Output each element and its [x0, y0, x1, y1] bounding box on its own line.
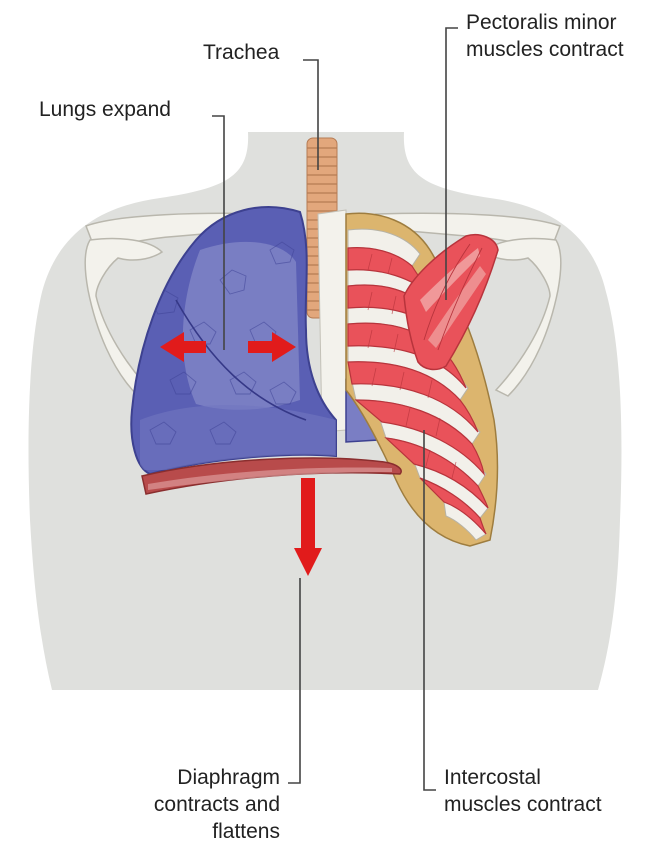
lungs-expand-label: Lungs expand	[39, 96, 171, 123]
pectoralis-minor-label: Pectoralis minor muscles contract	[466, 9, 624, 63]
intercostal-label: Intercostal muscles contract	[444, 764, 602, 818]
diaphragm-label: Diaphragm contracts and flattens	[96, 764, 280, 845]
trachea-label: Trachea	[203, 39, 279, 66]
